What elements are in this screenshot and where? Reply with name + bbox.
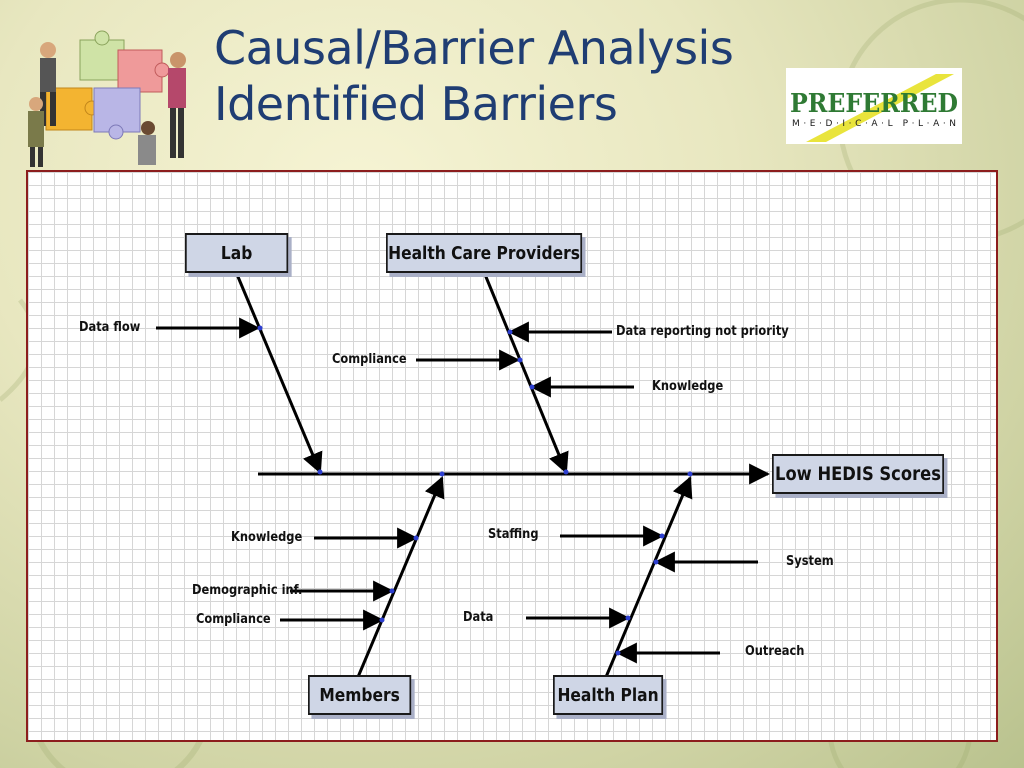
- category-label-health-plan: Health Plan: [557, 684, 659, 706]
- cause-label-lab-data-flow: Data flow: [79, 320, 141, 335]
- category-box-health-care-providers: Health Care Providers: [386, 233, 583, 273]
- category-label-lab: Lab: [220, 242, 253, 264]
- category-label-members: Members: [319, 684, 400, 706]
- cause-label-members-compliance: Compliance: [196, 612, 271, 627]
- effect-label: Low HEDIS Scores: [775, 463, 941, 485]
- effect-box: Low HEDIS Scores: [772, 454, 944, 494]
- bone-health-care-providers: [482, 271, 569, 474]
- cause-label-members-demographic: Demographic inf.: [192, 583, 303, 598]
- preferred-medical-plan-logo: PREFERRED M·E·D·I·C·A·L P·L·A·N: [786, 68, 962, 144]
- cause-label-hp-system: System: [786, 554, 834, 569]
- category-box-members: Members: [308, 675, 412, 715]
- fishbone-lines: [156, 271, 771, 678]
- logo-name: PREFERRED: [790, 89, 958, 119]
- title-line-1: Causal/Barrier Analysis: [214, 21, 734, 75]
- title-line-2: Identified Barriers: [214, 77, 618, 131]
- logo-tagline: M·E·D·I·C·A·L P·L·A·N: [792, 119, 956, 129]
- bone-lab: [234, 271, 323, 474]
- slide-title: Causal/Barrier Analysis Identified Barri…: [214, 20, 794, 132]
- category-label-health-care-providers: Health Care Providers: [388, 242, 580, 264]
- fishbone-diagram: Lab Health Care Providers Low HEDIS Scor…: [26, 170, 998, 742]
- logo-graphic: PREFERRED M·E·D·I·C·A·L P·L·A·N: [790, 74, 958, 142]
- connector-handles: [257, 325, 693, 656]
- cause-label-hcp-compliance: Compliance: [332, 352, 407, 367]
- bone-members: [356, 476, 445, 678]
- cause-label-hcp-knowledge: Knowledge: [652, 379, 724, 394]
- cause-label-hcp-data-reporting: Data reporting not priority: [616, 324, 789, 339]
- cause-label-hp-staffing: Staffing: [488, 527, 539, 542]
- cause-label-hp-outreach: Outreach: [745, 644, 805, 659]
- bone-health-plan: [604, 476, 693, 678]
- cause-label-members-knowledge: Knowledge: [231, 530, 303, 545]
- category-box-lab: Lab: [185, 233, 289, 273]
- puzzle-people-illustration: [28, 30, 186, 167]
- cause-label-hp-data: Data: [463, 610, 494, 625]
- category-box-health-plan: Health Plan: [553, 675, 664, 715]
